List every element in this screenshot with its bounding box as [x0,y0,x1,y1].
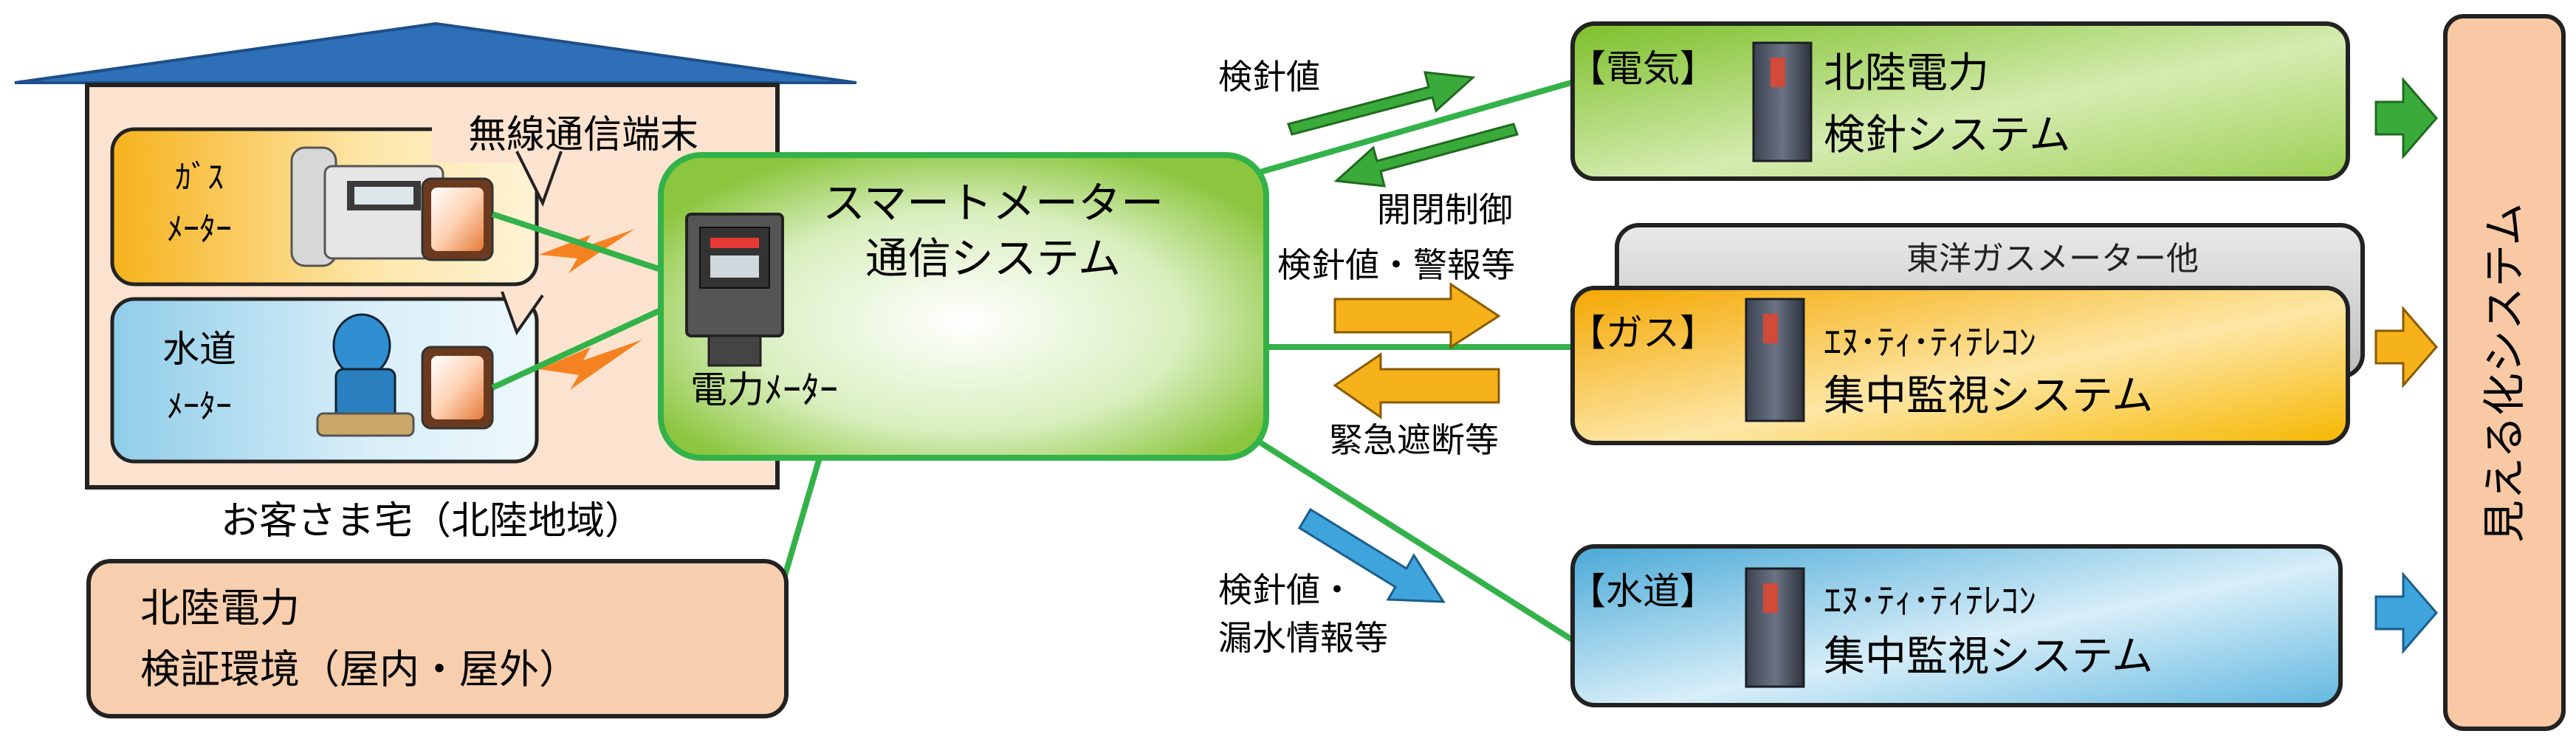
orange-arrow-right-icon [2374,305,2438,389]
smart-meter-communication-system: スマートメーター 通信システム 電力ﾒｰﾀｰ [658,152,1269,461]
electric-flows: 検針値 開閉制御 [1218,57,1519,230]
electric-down-label: 開閉制御 [1377,190,1513,230]
gas-tag: 【ガス】 [1569,312,1717,354]
lightning-icon [539,340,642,390]
orange-arrow-right-icon [1333,282,1501,349]
water-system-box: 【水道】 ｴﾇ･ﾃｨ･ﾃｨﾃﾚｺﾝ 集中監視システム [1569,544,2343,707]
water-tag: 【水道】 [1569,570,1717,613]
server-icon [1745,567,1805,688]
water-system-line-1: ｴﾇ･ﾃｨ･ﾃｨﾃﾚｺﾝ [1824,580,2036,622]
verification-line-2: 検証環境（屋内・屋外） [140,646,579,693]
electric-system-box: 【電気】 北陸電力 検針システム [1569,21,2350,181]
electric-tag: 【電気】 [1569,47,1717,90]
green-arrow-down-icon [1333,123,1519,188]
wireless-terminal-label: 無線通信端末 [468,113,698,157]
gas-system-box: 【ガス】 ｴﾇ･ﾃｨ･ﾃｨﾃﾚｺﾝ 集中監視システム [1569,286,2350,445]
server-icon [1752,41,1813,162]
lightning-icon [539,229,635,273]
orange-arrow-left-icon [1333,352,1500,419]
gas-up-label: 検針値・警報等 [1277,245,1515,285]
center-title-line-2: 通信システム [865,233,1121,284]
verification-environment: 北陸電力 検証環境（屋内・屋外） [86,559,789,718]
electric-meter-label: 電力ﾒｰﾀｰ [690,368,838,411]
electric-up-label: 検針値 [1218,57,1320,97]
water-meter-label-1: 水道 [162,328,236,371]
electric-system-line-2: 検針システム [1824,111,2070,159]
gas-down-label: 緊急遮断等 [1329,420,1499,460]
water-wireless-terminal-icon [421,346,494,430]
verification-link [780,456,822,585]
gas-meter-label-2: ﾒｰﾀｰ [167,210,232,248]
electric-system-line-1: 北陸電力 [1824,49,1989,97]
water-flow-label-1: 検針値・ [1218,570,1354,610]
water-meter-label-2: ﾒｰﾀｰ [167,388,232,425]
gas-meter-icon [290,146,444,267]
gas-terminal-link [491,211,662,272]
water-terminal-link [491,307,662,391]
gas-meter-label-1: ｶﾞｽ [175,159,224,196]
blue-arrow-right-icon [2374,571,2438,655]
green-arrow-up-icon [1287,71,1476,136]
house-roof [14,21,857,84]
visualization-label: 見える化システム [2479,203,2529,543]
gas-backing-label: 東洋ガスメーター他 [1906,240,2199,278]
gas-system-line-2: 集中監視システム [1824,372,2153,420]
gas-system-line-1: ｴﾇ･ﾃｨ･ﾃｨﾃﾚｺﾝ [1824,322,2036,363]
verification-line-1: 北陸電力 [140,585,300,631]
visualization-system-box: 見える化システム [2443,14,2566,731]
wireless-signal-icons [539,229,642,390]
house-caption: お客さま宅（北陸地域） [221,499,643,543]
water-flows: 検針値・ 漏水情報等 [1218,507,1446,658]
water-meter-icon [316,313,415,437]
gas-flows: 検針値・警報等 緊急遮断等 [1277,245,1515,460]
blue-arrow-down-icon [1297,507,1446,603]
green-arrow-right-icon [2374,76,2438,160]
electric-meter-icon [685,213,784,367]
center-title-line-1: スマートメーター [822,178,1164,228]
water-flow-label-2: 漏水情報等 [1218,618,1388,658]
gas-wireless-terminal-icon [421,177,494,261]
wireless-terminal-callout: 無線通信端末 [432,107,735,336]
server-icon [1745,298,1805,422]
connection-lines [1253,78,1579,645]
water-system-line-2: 集中監視システム [1824,633,2153,681]
